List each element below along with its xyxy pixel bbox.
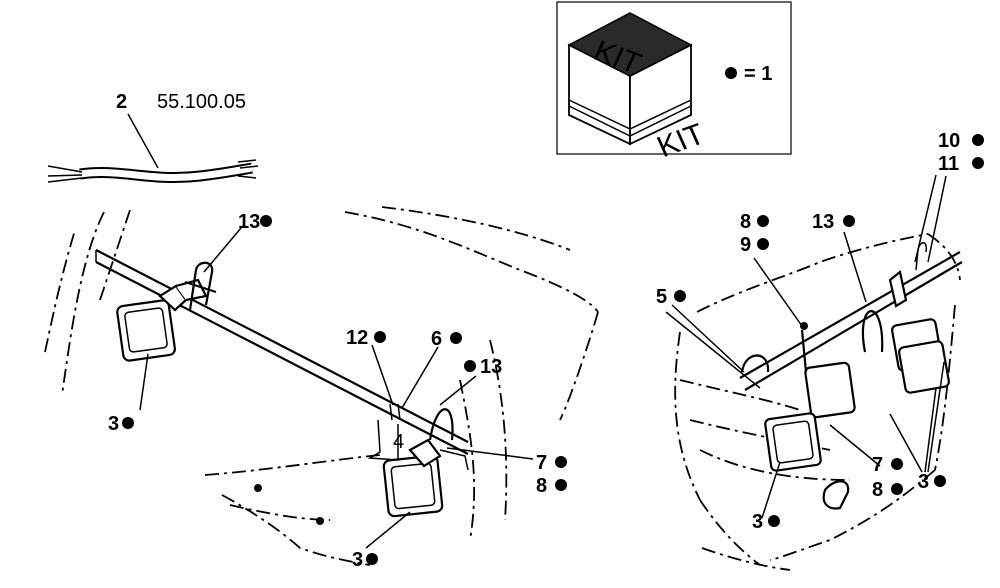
callout-9: 9 [740, 234, 769, 256]
work-lamp-center [382, 438, 444, 518]
callout-7-left: 7 [536, 452, 567, 474]
svg-text:3: 3 [352, 549, 363, 571]
svg-text:13: 13 [480, 356, 502, 378]
svg-text:9: 9 [740, 234, 751, 256]
right-assembly-view [665, 174, 963, 571]
svg-text:8: 8 [740, 211, 751, 233]
harness-reference: 55.100.05 [157, 91, 246, 113]
callout-12: 12 [346, 327, 386, 349]
callout-5: 5 [656, 286, 686, 308]
callout-4: 4 [393, 431, 404, 453]
callout-13-right: 13 [812, 211, 855, 233]
callout-7-right: 7 [872, 454, 903, 476]
work-lamp-right-middle [764, 361, 856, 472]
svg-text:7: 7 [536, 452, 547, 474]
svg-text:3: 3 [918, 471, 929, 493]
callout-6: 6 [431, 328, 462, 350]
callout-8-right-bottom: 8 [872, 479, 903, 501]
svg-text:5: 5 [656, 286, 667, 308]
svg-text:11: 11 [938, 153, 959, 175]
svg-text:3: 3 [108, 413, 119, 435]
wire-harness: 2 55.100.05 [47, 91, 259, 184]
legend-value: = 1 [744, 63, 772, 85]
svg-text:13: 13 [812, 211, 834, 233]
svg-text:8: 8 [872, 479, 883, 501]
svg-text:3: 3 [752, 511, 763, 533]
callout-labels: 13 3 12 6 13 4 7 8 3 [108, 130, 984, 571]
callout-13-left-right: 13 [464, 356, 502, 378]
svg-text:13: 13 [238, 211, 260, 233]
work-lamp-right-upper [888, 270, 950, 394]
kit-legend-box: KIT KIT = 1 [556, 1, 792, 164]
harness-number: 2 [116, 91, 127, 113]
kit-cube-icon: KIT KIT [567, 12, 710, 164]
callout-13-left-top: 13 [238, 211, 272, 233]
callout-8-right-top: 8 [740, 211, 769, 233]
legend-dot-icon [725, 67, 737, 79]
callout-3-left: 3 [108, 413, 134, 435]
callout-3-left-bottom: 3 [352, 549, 378, 571]
callout-11: 11 [938, 153, 984, 175]
callout-3-right-bottom: 3 [752, 511, 780, 533]
svg-text:7: 7 [872, 454, 883, 476]
callout-10: 10 [938, 130, 984, 152]
svg-text:6: 6 [431, 328, 442, 350]
callout-8-left: 8 [536, 475, 567, 497]
svg-text:8: 8 [536, 475, 547, 497]
svg-text:10: 10 [938, 130, 960, 152]
svg-text:12: 12 [346, 327, 368, 349]
left-assembly-view [44, 206, 599, 566]
callout-3-right: 3 [918, 471, 946, 493]
svg-text:4: 4 [393, 431, 404, 453]
